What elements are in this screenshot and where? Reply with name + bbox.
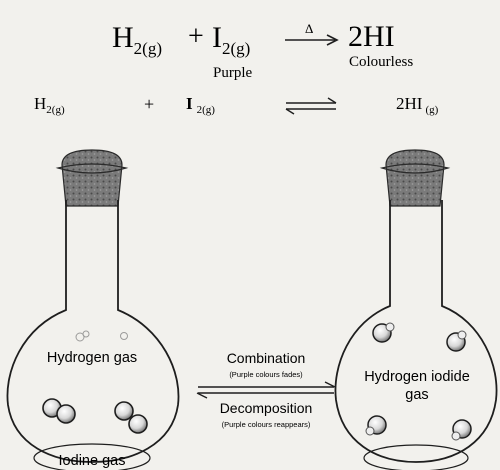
left-flask-body xyxy=(6,200,180,463)
eq1-h2: H2(g) xyxy=(112,21,162,58)
hi-molecule xyxy=(451,419,472,441)
hydrogen-molecule xyxy=(120,332,128,340)
reaction-arrows: Combination (Purple colours fades) Decom… xyxy=(196,350,336,429)
eq2-plus: + xyxy=(144,94,154,114)
left-stopper xyxy=(61,149,123,207)
right-flask-body xyxy=(334,200,498,463)
left-flask: Hydrogen gas Iodine gas xyxy=(6,149,180,470)
forward-arrow xyxy=(198,381,336,388)
eq1-heat-symbol: Δ xyxy=(305,21,313,36)
iodine-molecule xyxy=(114,401,148,434)
eq2-equilibrium-arrow xyxy=(285,97,337,115)
hi-molecule xyxy=(372,322,395,343)
iodine-molecule xyxy=(42,398,76,424)
eq1-plus: + xyxy=(188,21,204,52)
eq1-i2: I2(g) xyxy=(212,21,250,58)
hi-molecule xyxy=(446,330,467,352)
right-stopper xyxy=(385,149,445,207)
eq1-2hi: 2HI xyxy=(348,20,395,53)
equation-heat: H2(g) + I2(g) Purple Δ 2HI Colourless xyxy=(112,20,413,81)
eq2-2hi: 2HI(g) xyxy=(396,94,439,116)
left-bottom-label: Iodine gas xyxy=(59,453,126,469)
reverse-arrow xyxy=(196,392,334,399)
forward-label: Combination xyxy=(227,350,306,366)
right-flask: Hydrogen iodide gas xyxy=(334,149,498,470)
hydrogen-molecule xyxy=(75,330,90,342)
eq1-colourless-label: Colourless xyxy=(349,54,413,70)
right-gas-label-line2: gas xyxy=(405,387,428,403)
reverse-label: Decomposition xyxy=(220,400,313,416)
right-gas-label-line1: Hydrogen iodide xyxy=(364,369,470,385)
forward-note: (Purple colours fades) xyxy=(229,370,303,379)
eq1-purple-label: Purple xyxy=(213,65,253,81)
reverse-note: (Purple colours reappears) xyxy=(222,420,311,429)
hi-molecule xyxy=(365,415,387,436)
eq2-h2: H2(g) xyxy=(34,94,65,116)
eq1-heat-arrow xyxy=(285,34,339,46)
left-gas-label: Hydrogen gas xyxy=(47,350,137,366)
